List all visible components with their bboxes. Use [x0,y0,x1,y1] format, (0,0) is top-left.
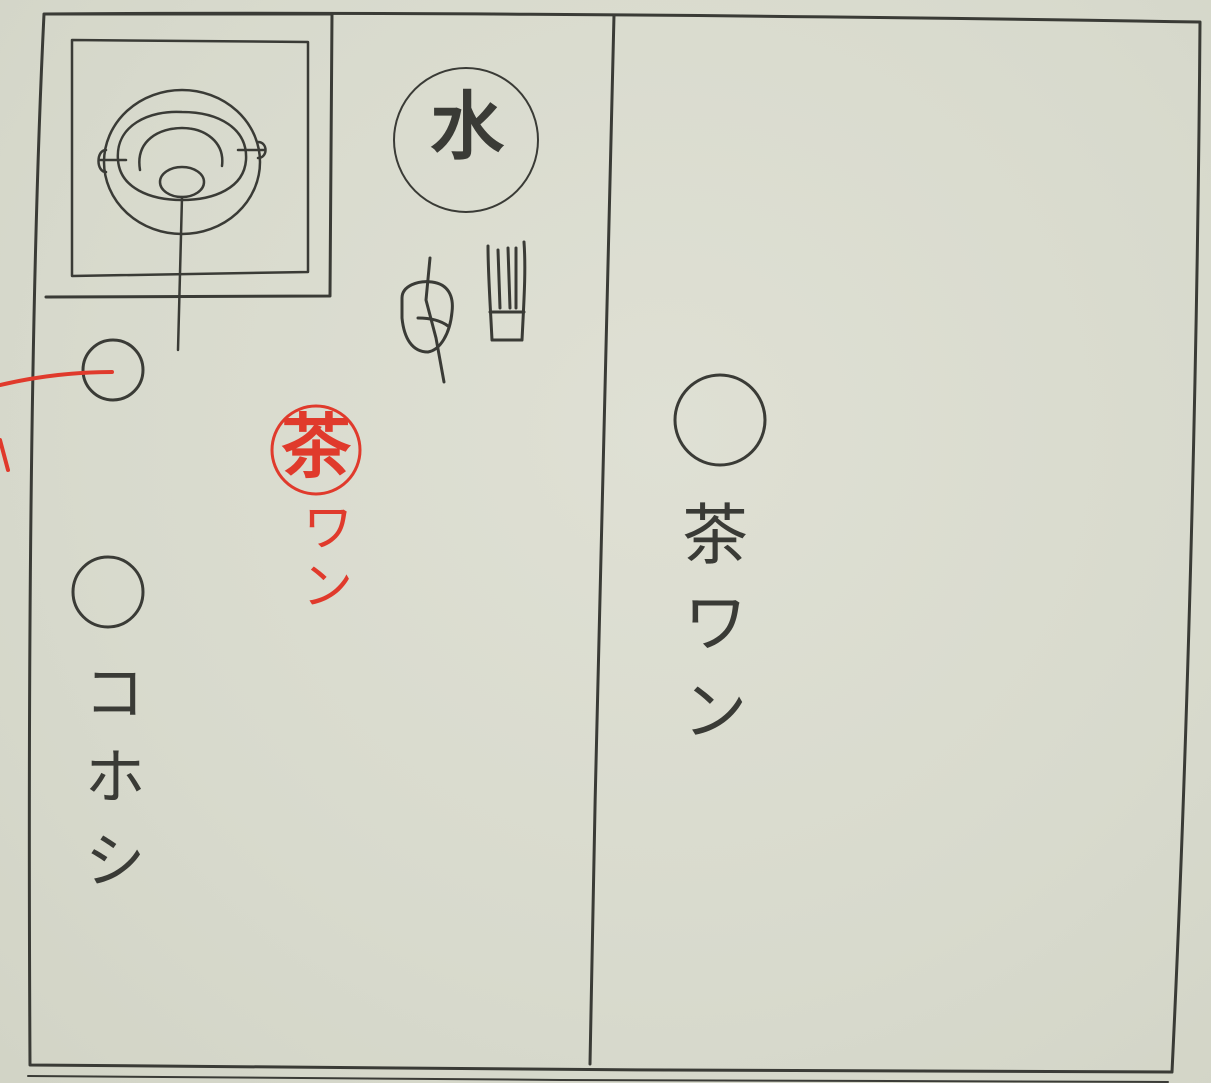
tea-scoop-icon [400,256,454,384]
outer-frame [27,11,1202,1074]
tea-bowl-red-circle [270,404,362,496]
red-guide-line [0,370,114,387]
mat-divider [588,13,616,1066]
water-label: 水 [430,84,504,170]
tea-bowl-sub-label: ワン [292,500,352,616]
right-tea-bowl-circle [673,373,767,467]
koboshi-label: コホシ [73,660,146,912]
red-edge-mark [0,438,10,472]
water-jar-icon [393,67,539,213]
tea-whisk-icon [486,240,527,342]
brazier-outer [43,12,334,299]
brazier-inner [70,38,310,278]
right-tea-bowl-label: 茶ワン [671,500,748,764]
lid-rest-circle [81,338,145,402]
koboshi-circle [71,555,145,629]
tea-bowl-label: 茶 [281,405,351,488]
bottom-edge [27,1075,1169,1083]
kettle-icon [97,88,267,352]
